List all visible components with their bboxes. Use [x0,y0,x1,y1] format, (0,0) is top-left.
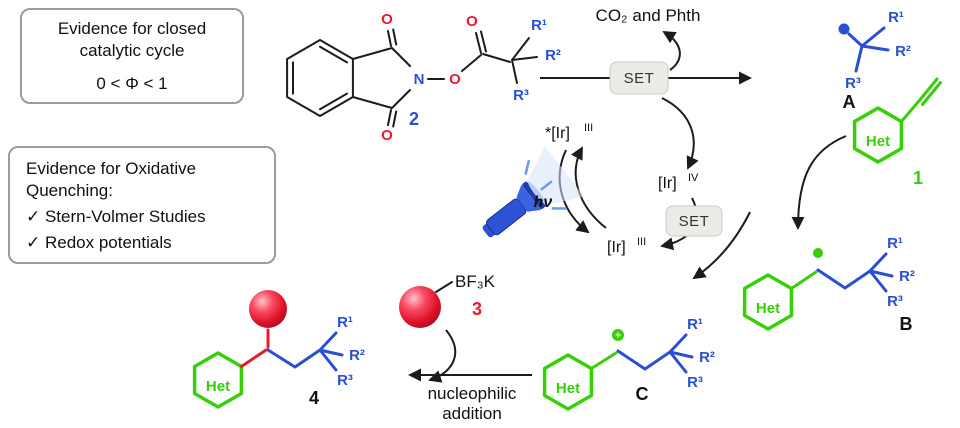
vinyl-group [899,77,942,123]
b-oxidation-arrow [692,211,751,280]
intermediate-b-label: B [900,314,913,334]
benzylic-bond [789,270,818,290]
flashlight-body [485,198,527,236]
r3-label: R³ [887,293,903,310]
oxidative-quenching-evidence-box: Evidence for Oxidative Quenching: ✓ Ster… [8,146,276,264]
compound-1-label: 1 [913,168,923,188]
set-label-1: SET [624,70,655,87]
het-label: Het [866,133,890,150]
product-4: Het R¹ R² R³ 4 [192,290,365,409]
plus-sign: + [615,331,621,342]
equilibrium-arrow-up [571,146,607,229]
r3-label: R³ [845,75,861,92]
new-red-bonds [239,328,270,368]
r1-label: R¹ [887,235,903,252]
cation-dot [612,329,624,341]
r1-label: R¹ [888,9,904,26]
ir-iv-sup: IV [688,172,699,184]
vinyl-heteroarene-1: Het 1 [852,77,942,188]
co2-release-arrow [662,30,681,71]
flashlight-head [522,181,546,210]
intermediate-c-label: C [636,384,649,404]
ir-excited-label: *[Ir] [545,125,570,142]
set-to-ir4-arrow [661,97,699,170]
r3-label: R³ [687,374,703,391]
stern-volmer-item: ✓ Stern-Volmer Studies [26,207,206,227]
set-box-1 [609,61,669,95]
set-box-2 [665,205,723,237]
r2-label: R² [895,43,911,60]
cation-c: Het + R¹ R² R³ C [542,316,715,411]
chain-bonds [266,331,344,372]
r3-label: R³ [513,87,529,104]
trifluoroborate-3: BF₃K 3 [399,272,496,328]
nucleophile-sphere [399,286,441,328]
quantum-yield-formula: 0 < Φ < 1 [96,74,168,94]
r1-label: R¹ [337,314,353,331]
ir-excited-sup: III [584,122,593,134]
flashlight-neck [516,184,542,212]
r1-label: R¹ [687,316,703,333]
set-label-2: SET [679,213,710,230]
light-ray [540,180,553,191]
bf3k-label: BF₃K [455,272,496,291]
radical-a-bonds [847,26,890,73]
radical-dot [838,23,850,35]
radical-dot [813,248,823,258]
light-ray [524,160,530,175]
light-rays [524,160,567,210]
het-label: Het [556,380,580,397]
light-ray [551,207,567,210]
r3-label: R³ [337,372,353,389]
nhpi-ester-2: O O N O O R¹ R² R³ 2 [286,11,561,144]
benzylic-bond [589,351,618,370]
alkene-addition-arrow [791,135,847,230]
chain-bonds [616,333,694,374]
r2-label: R² [899,268,915,285]
r2-label: R² [699,349,715,366]
carbonyl-o-top: O [381,11,393,28]
compound-3-label: 3 [472,299,482,319]
radical-b: Het R¹ R² R³ B [742,235,915,334]
flashlight-tail [482,223,496,238]
flashlight-lens [528,181,546,205]
intermediate-a-label: A [843,92,856,112]
ir-iv-label: [Ir] [658,175,677,192]
nucleophilic-label-line1: nucleophilic [428,384,517,403]
carbonyl-o-bottom: O [381,127,393,144]
ir-iii-sup: III [637,236,646,248]
co2-phth-label: CO₂ and Phth [596,6,701,25]
nhpi-skeleton [286,28,538,128]
imide-n: N [414,71,425,88]
sphere-bond [435,281,453,293]
het-label: Het [756,300,780,317]
r2-label: R² [545,47,561,64]
nucleophile-sphere [249,290,287,328]
compound-4-label: 4 [309,388,319,408]
ir-iii-label: [Ir] [607,239,626,256]
compound-2-label: 2 [409,109,419,129]
borate-addition-arrow [428,329,457,383]
ester-o: O [466,13,478,30]
redox-potentials-item: ✓ Redox potentials [26,233,172,253]
nucleophilic-label-line2: addition [442,404,502,423]
bridge-o: O [449,71,461,88]
hv-label: hν [534,194,553,211]
flashlight-icon [482,146,585,238]
closed-cycle-line2: catalytic cycle [79,41,185,60]
chain-bonds [816,252,894,293]
closed-cycle-line1: Evidence for closed [57,18,207,38]
radical-a: R¹ R² R³ A [838,9,911,112]
r1-label: R¹ [531,17,547,34]
het-label: Het [206,378,230,395]
flashlight-beam [526,146,585,206]
closed-cycle-evidence-box: Evidence for closed catalytic cycle 0 < … [20,8,244,104]
oxidative-quenching-line1: Evidence for Oxidative [26,159,197,178]
arrows [408,30,847,383]
oxidative-quenching-line2: Quenching: [26,181,113,201]
r2-label: R² [349,347,365,364]
